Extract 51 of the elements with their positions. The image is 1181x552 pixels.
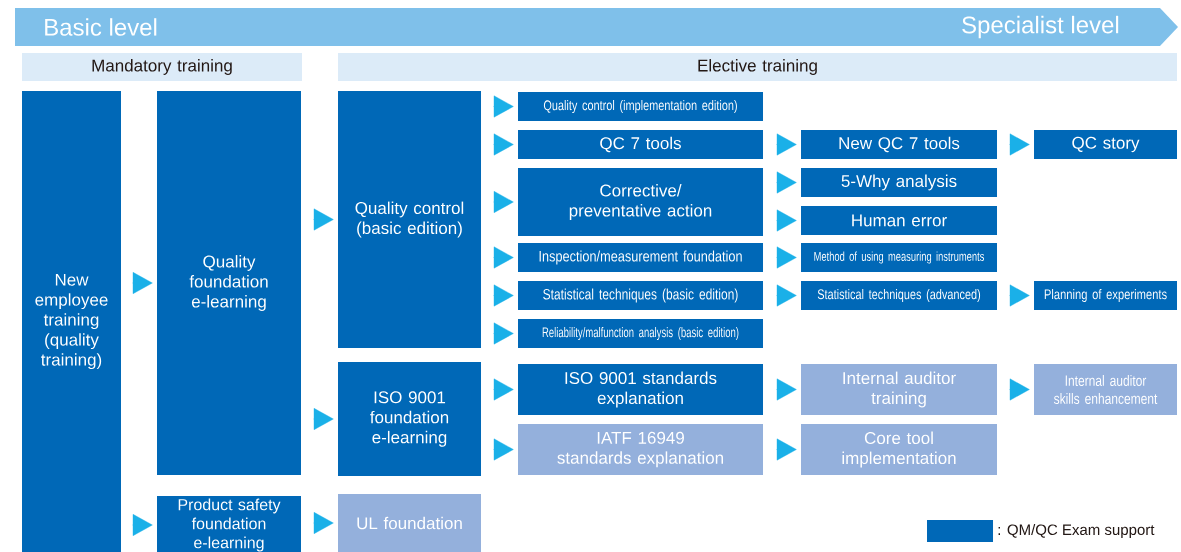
chevron-arrow [313, 512, 334, 534]
course-box: New QC 7 tools [801, 130, 997, 159]
course-box: Statistical techniques (basic edition) [518, 281, 763, 310]
chevron-arrow [776, 209, 797, 232]
chevron-arrow [493, 378, 514, 401]
chevron-arrow [493, 322, 514, 345]
chevron-arrow [776, 171, 797, 194]
chevron-arrow [493, 438, 514, 461]
chevron-arrow [776, 284, 797, 307]
course-box: Quality control (implementation edition) [518, 92, 763, 121]
chevron-arrow [1009, 133, 1030, 156]
chevron-arrow [493, 191, 514, 213]
chevron-arrow [1009, 378, 1030, 401]
course-box: Human error [801, 206, 997, 235]
course-box: ISO 9001 foundation e-learning [338, 362, 481, 476]
course-box: New employee training (quality training) [22, 91, 121, 552]
chevron-arrow [132, 514, 153, 536]
course-box: Quality control (basic edition) [338, 91, 481, 348]
legend-text: : QM/QC Exam support [998, 524, 1155, 538]
course-box: Method of using measuring instruments [801, 243, 997, 272]
chevron-arrow [776, 378, 797, 401]
chevron-arrow [493, 95, 514, 118]
chevron-arrow [776, 438, 797, 461]
chevron-arrow [313, 208, 334, 231]
course-box: Internal auditor skills enhancement [1034, 364, 1177, 415]
course-box: QC story [1034, 130, 1177, 159]
course-box: Product safety foundation e-learning [157, 496, 301, 552]
chevron-arrow [313, 408, 334, 430]
chevron-arrow [493, 133, 514, 156]
course-box: IATF 16949 standards explanation [518, 424, 763, 475]
course-box: Statistical techniques (advanced) [801, 281, 997, 310]
course-box: ISO 9001 standards explanation [518, 364, 763, 415]
course-box: Reliability/malfunction analysis (basic edition) [518, 319, 763, 348]
chevron-arrow [776, 246, 797, 269]
course-box: 5-Why analysis [801, 168, 997, 197]
header-bar: Elective training [338, 53, 1177, 81]
chevron-arrow [493, 284, 514, 307]
course-box: Core tool implementation [801, 424, 997, 475]
header-bar: Mandatory training [22, 53, 302, 81]
course-box: Corrective/ preventative action [518, 168, 763, 236]
chevron-arrow [776, 133, 797, 156]
course-box: Planning of experiments [1034, 281, 1177, 310]
chevron-arrow [1009, 284, 1030, 307]
level-arrow-band: Basic level Specialist level [15, 8, 1178, 46]
course-box: Inspection/measurement foundation [518, 243, 763, 272]
course-box: Internal auditor training [801, 364, 997, 415]
course-box: QC 7 tools [518, 130, 763, 159]
chevron-arrow [132, 272, 153, 294]
course-box: Quality foundation e-learning [157, 91, 301, 475]
course-box: UL foundation [338, 494, 481, 552]
chevron-arrow [493, 246, 514, 269]
